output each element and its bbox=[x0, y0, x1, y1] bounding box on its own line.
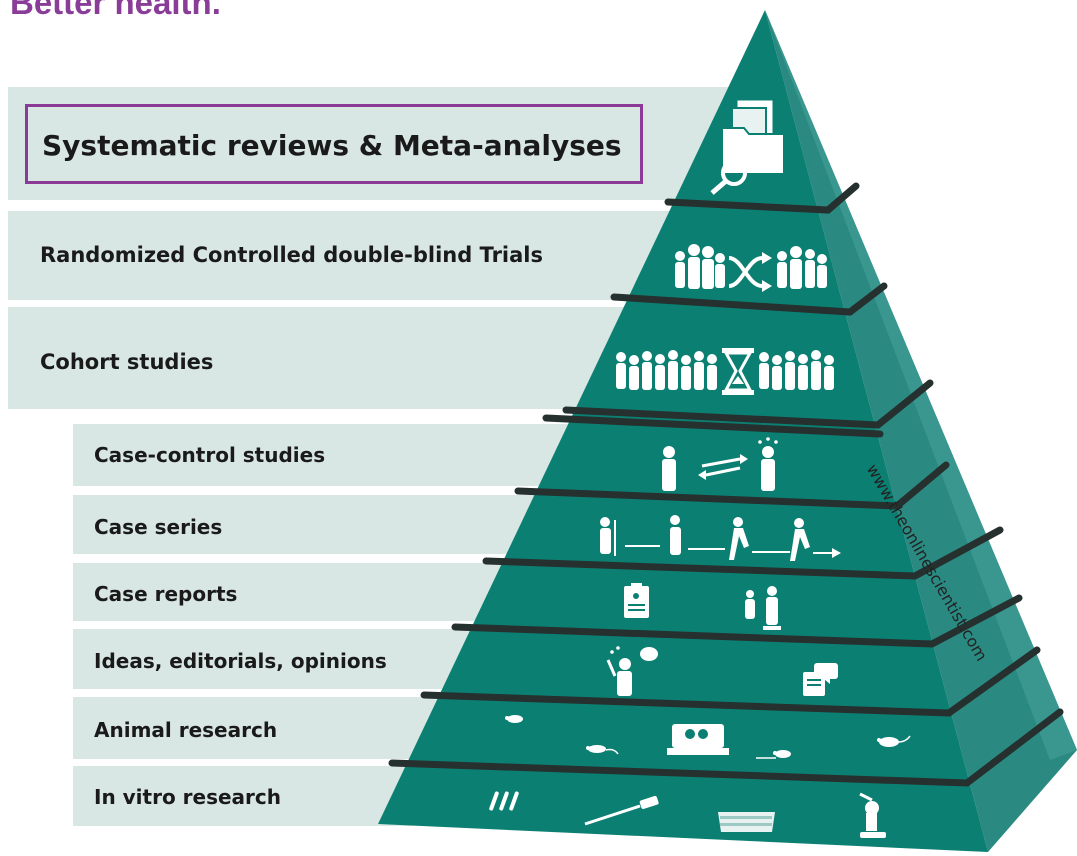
cohort-hourglass-icon bbox=[616, 348, 834, 395]
level-label-1: Systematic reviews & Meta-analyses bbox=[42, 129, 622, 162]
lab-mice-icon bbox=[505, 715, 911, 759]
randomized-groups-icon bbox=[675, 244, 827, 292]
level-band-9 bbox=[73, 766, 413, 826]
clipboard-patient-icon bbox=[624, 583, 781, 630]
level-band-2 bbox=[8, 211, 678, 300]
level-band-4 bbox=[73, 424, 593, 486]
level-label-6: Case reports bbox=[94, 582, 238, 606]
level-label-5: Case series bbox=[94, 515, 223, 539]
level-band-8 bbox=[73, 697, 453, 759]
speaker-newspaper-icon bbox=[606, 646, 838, 696]
level-label-7: Ideas, editorials, opinions bbox=[94, 649, 387, 673]
patient-progression-icon bbox=[600, 515, 841, 561]
folder-search-icon bbox=[710, 100, 785, 195]
highlight-box: Systematic reviews & Meta-analyses bbox=[25, 104, 643, 184]
level-label-3: Cohort studies bbox=[40, 350, 214, 374]
level-label-9: In vitro research bbox=[94, 785, 282, 809]
header-title: Better health. bbox=[10, 0, 221, 21]
level-label-8: Animal research bbox=[94, 718, 278, 742]
pyramid-side-face bbox=[765, 10, 1077, 852]
level-band-6 bbox=[73, 563, 533, 621]
level-band-3 bbox=[8, 307, 628, 409]
level-band-5 bbox=[73, 495, 573, 554]
level-label-2: Randomized Controlled double-blind Trial… bbox=[40, 243, 543, 267]
level-label-4: Case-control studies bbox=[94, 443, 326, 467]
case-control-icon bbox=[662, 437, 778, 491]
level-band-7 bbox=[73, 629, 483, 689]
lab-tools-icon bbox=[489, 791, 886, 838]
